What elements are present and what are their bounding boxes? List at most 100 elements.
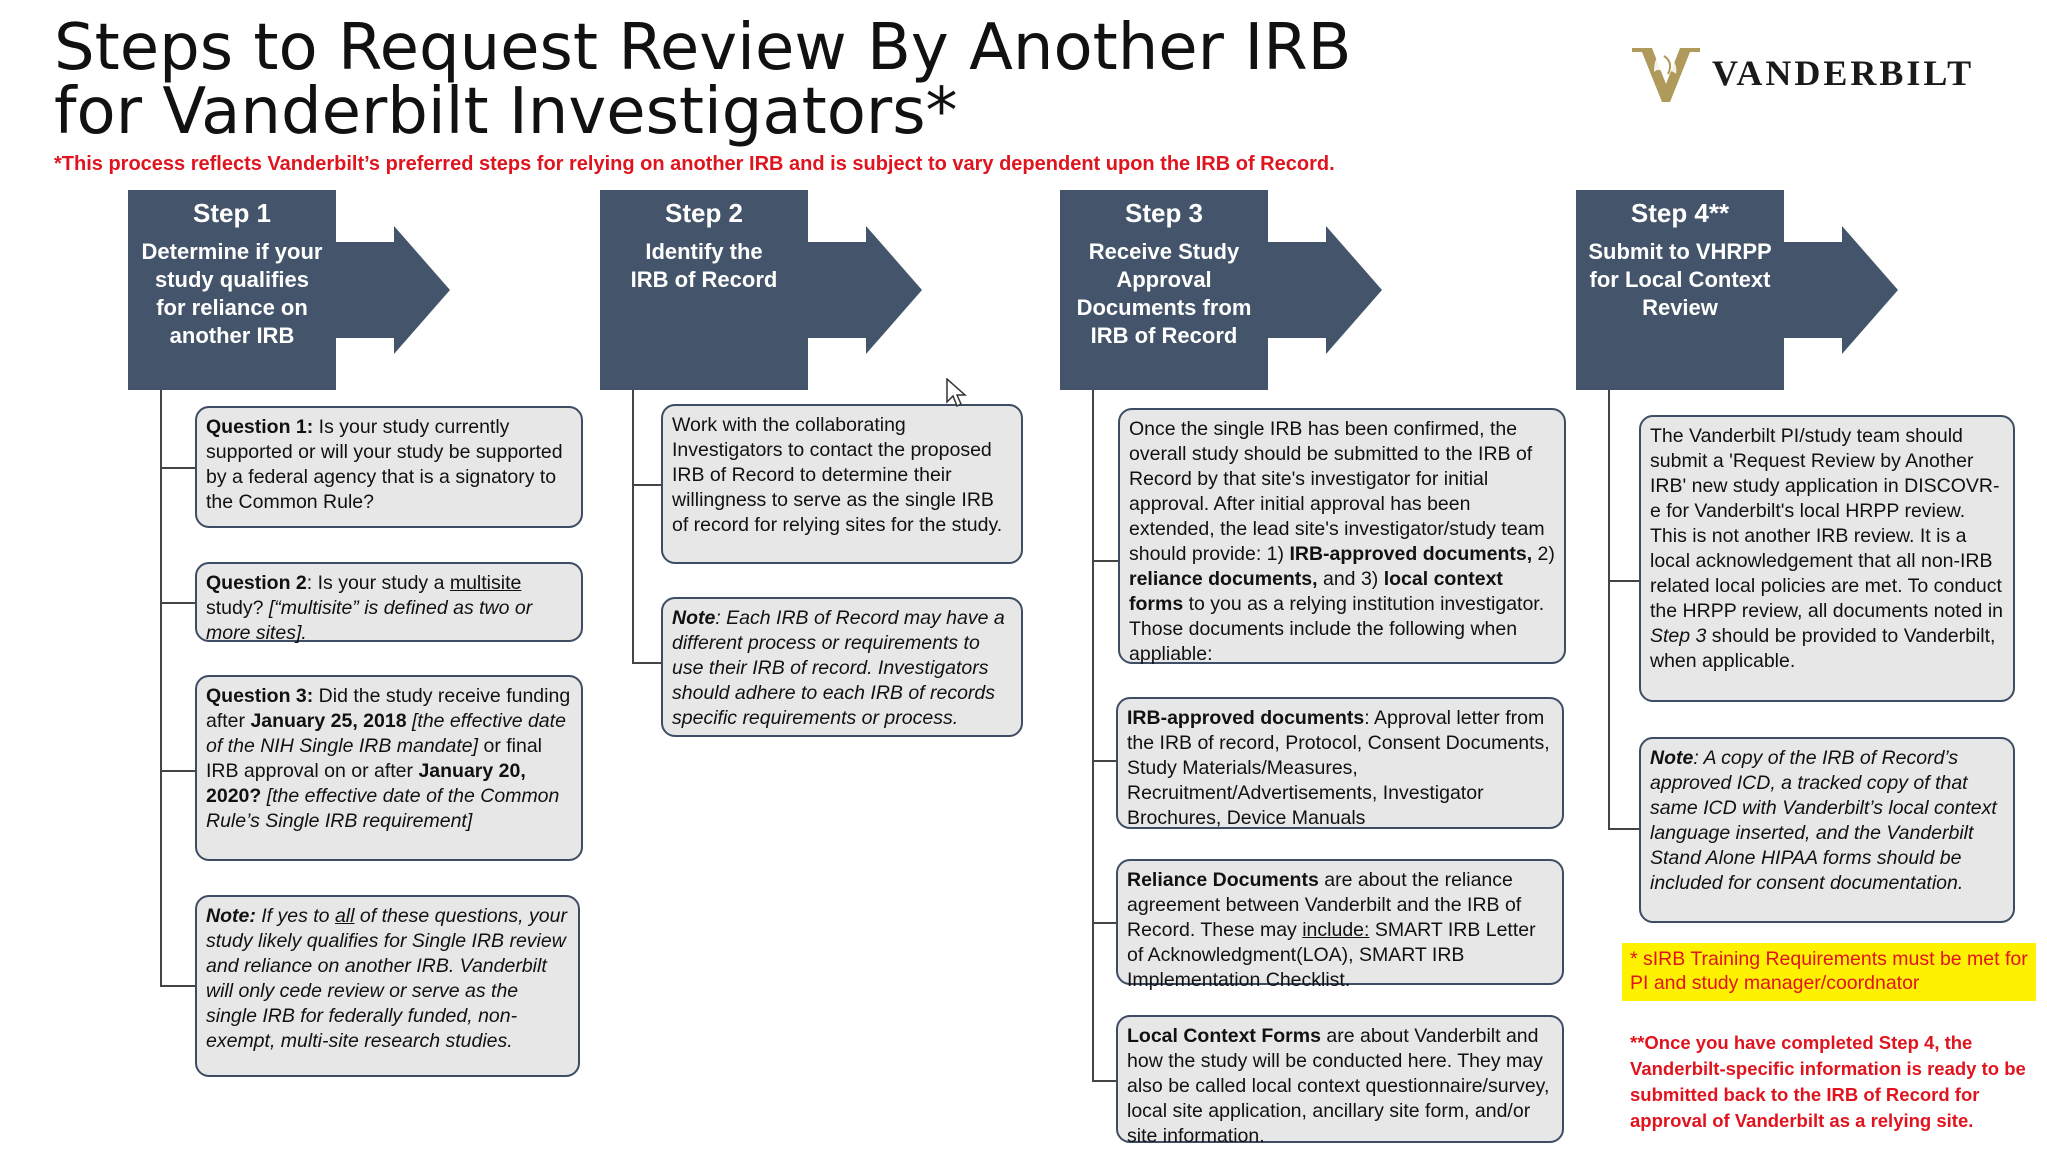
question-3-text: Did the study receive funding after [206, 685, 571, 732]
nih-mandate-note: [the effective date of the NIH Single IR… [206, 710, 566, 757]
local-context-forms-term: local context forms [1129, 568, 1503, 615]
step-2-desc-line: IRB of Record [630, 267, 778, 292]
step-3-header: Step 3 Receive Study Approval Documents … [1060, 190, 1390, 390]
question-3-label: Question 3: [206, 685, 314, 707]
step-1-arrow-shape [128, 190, 450, 390]
question-3-text: or final IRB approval on or after [206, 735, 543, 782]
completion-note: **Once you have completed Step 4, the Va… [1630, 1032, 2026, 1131]
irb-approved-documents-label: IRB-approved documents [1127, 707, 1365, 729]
step-3-overview-box: Once the single IRB has been confirmed, … [1118, 408, 1566, 665]
page-title: Steps to Request Review By Another IRB f… [54, 16, 1454, 144]
multisite-link: multisite [449, 572, 522, 594]
step-1-desc-line: study qualifies [154, 267, 310, 292]
question-2-label: Question 2 [206, 572, 307, 594]
step-3-desc-line: Receive Study [1088, 239, 1240, 264]
step-1-question-3-box: Question 3: Did the study receive fundin… [195, 675, 583, 861]
step-1-connector-branch [160, 602, 196, 604]
step-4-connector-branch [1608, 828, 1640, 830]
local-context-forms-text: are about Vanderbilt and how the study w… [1127, 1025, 1550, 1147]
step-4-connector-branch [1608, 580, 1640, 582]
step-4-arrow-shape [1576, 190, 1898, 390]
step-2-connector-branch [632, 662, 662, 664]
step-1-connector-branch [160, 467, 196, 469]
step-1-note-box: Note: If yes to all of these questions, … [195, 895, 580, 1077]
step-1-connector-branch [160, 770, 196, 772]
note-text: : Each IRB of Record may have a differen… [672, 607, 1005, 729]
step-1-header: Step 1 Determine if your study qualifies… [128, 190, 458, 390]
overview-text: 2) [1532, 543, 1555, 565]
overview-text: to you as a relying institution investig… [1129, 593, 1545, 665]
step-3-connector-branch [1092, 1080, 1118, 1082]
step-1-question-1-box: Question 1: Is your study currently supp… [195, 406, 583, 528]
step-1-connector-vertical [160, 390, 162, 986]
local-context-forms-label: Local Context Forms [1127, 1025, 1321, 1047]
step-4-description: Submit to VHRPP for Local Context Review [1576, 238, 1784, 322]
step-3-number: Step 3 [1124, 198, 1204, 228]
question-2-text: : Is your study a [306, 572, 450, 594]
step-1-number: Step 1 [192, 198, 272, 228]
step-3-connector-branch [1092, 560, 1122, 562]
common-rule-date: January 20, 2020? [206, 760, 526, 807]
question-1-label: Question 1: [206, 416, 314, 438]
step-2-header: Step 2 Identify the IRB of Record [600, 190, 930, 390]
overview-text: Once the single IRB has been confirmed, … [1129, 418, 1545, 565]
overview-text: and 3) [1317, 568, 1384, 590]
step-4-desc-line: Submit to VHRPP [1588, 239, 1772, 264]
step-1-question-2-box: Question 2: Is your study a multisite st… [195, 562, 583, 644]
step-2-connector-branch [632, 484, 662, 486]
include-text: include: [1302, 919, 1370, 941]
note-label: Note [672, 607, 716, 629]
step-3-arrow-shape [1060, 190, 1382, 390]
step-2-desc-line: Identify the [645, 239, 763, 264]
note-text: of these questions, your study likely qu… [206, 905, 567, 1052]
step-1-desc-line: Determine if your [141, 239, 323, 264]
question-2-text: study? [206, 597, 269, 619]
question-1-text: Is your study currently supported or wil… [206, 416, 563, 513]
step-4-instruction-box: The Vanderbilt PI/study team should subm… [1639, 415, 2015, 702]
step-3-connector-vertical [1092, 390, 1094, 1082]
step-4-header: Step 4** Submit to VHRPP for Local Conte… [1576, 190, 1906, 390]
step-2-instruction-text: Work with the collaborating Investigator… [672, 414, 1003, 536]
step-4-desc-line: Review [1642, 295, 1718, 320]
common-rule-note: [the effective date of the Common Rule’s… [206, 785, 560, 832]
step-4-instruction-text: should be provided to Vanderbilt, when a… [1650, 625, 1996, 672]
step-2-instruction-box: Work with the collaborating Investigator… [661, 404, 1023, 564]
irb-approved-documents-text: : Approval letter from the IRB of record… [1127, 707, 1550, 829]
step-4-desc-line: for Local Context [1589, 267, 1771, 292]
step-4-note-box: Note: A copy of the IRB of Record’s appr… [1639, 737, 2015, 923]
step-2-description: Identify the IRB of Record [600, 238, 808, 294]
vanderbilt-logo [1632, 48, 1700, 102]
step-3-desc-line: IRB of Record [1090, 323, 1238, 348]
step-3-desc-line: Approval [1116, 267, 1212, 292]
step-3-connector-branch [1092, 922, 1118, 924]
note-text: : A copy of the IRB of Record’s approved… [1650, 747, 1997, 894]
step-3-local-context-forms-box: Local Context Forms are about Vanderbilt… [1116, 1015, 1564, 1147]
step-2-number: Step 2 [664, 198, 744, 228]
irb-approved-documents-term: IRB-approved documents, [1289, 543, 1533, 565]
step-3-reliance-documents-box: Reliance Documents are about the relianc… [1116, 859, 1564, 991]
reliance-documents-label: Reliance Documents [1127, 869, 1319, 891]
step-4-number: Step 4** [1630, 198, 1730, 228]
reliance-documents-term: reliance documents, [1129, 568, 1318, 590]
step-3-irb-approved-documents-box: IRB-approved documents: Approval letter … [1116, 697, 1564, 829]
multisite-definition: [“multisite” is defined as two or more s… [206, 597, 533, 644]
nih-mandate-date: January 25, 2018 [250, 710, 407, 732]
note-all-text: all [334, 905, 355, 927]
reliance-documents-text: are about the reliance agreement between… [1127, 869, 1522, 941]
step-4-instruction-text: The Vanderbilt PI/study team should subm… [1650, 425, 2003, 622]
step-1-description: Determine if your study qualifies for re… [128, 238, 336, 350]
step-1-desc-line: another IRB [169, 323, 295, 348]
note-label: Note [1650, 747, 1694, 769]
disclaimer-subtitle: *This process reflects Vanderbilt’s pref… [54, 153, 1335, 175]
reliance-documents-text: SMART IRB Letter of Acknowledgment(LOA),… [1127, 919, 1536, 991]
oak-leaf-v-icon [1632, 48, 1700, 102]
mouse-cursor-icon [946, 378, 967, 408]
step-3-description: Receive Study Approval Documents from IR… [1060, 238, 1268, 350]
step-2-arrow-shape [600, 190, 922, 390]
note-text: If yes to [255, 905, 335, 927]
step-2-note-box: Note: Each IRB of Record may have a diff… [661, 597, 1023, 737]
step-3-connector-branch [1092, 760, 1118, 762]
note-label: Note: [206, 905, 256, 927]
step-1-connector-branch [160, 985, 196, 987]
step-1-desc-line: for reliance on [156, 295, 308, 320]
